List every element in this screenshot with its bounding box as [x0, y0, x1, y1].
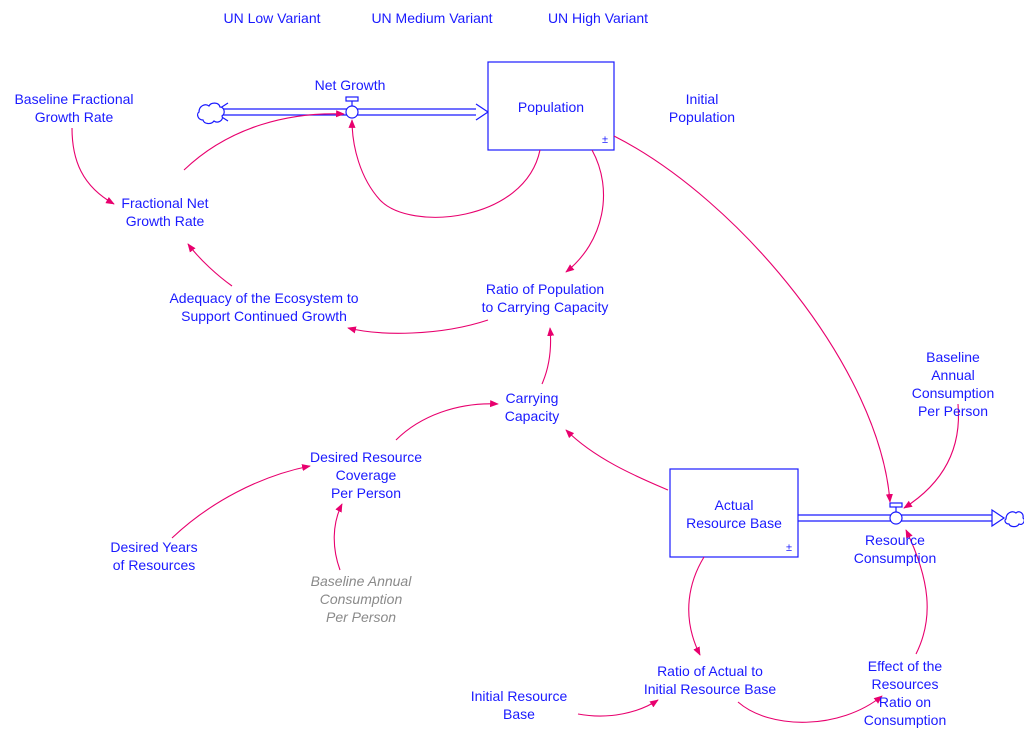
resource-base-label: Actual Resource Base	[686, 497, 782, 531]
link-resource-base-to-capacity	[565, 429, 669, 491]
desired-resource-coverage-label[interactable]: Desired Resource Coverage Per Person	[309, 449, 423, 501]
resource-base-stock[interactable]	[669, 468, 799, 558]
resource-base-marker: ±	[786, 542, 793, 554]
resource-consumption-label[interactable]: Resource Consumption	[853, 532, 937, 566]
resource-consumption-valve-icon[interactable]	[889, 502, 903, 525]
link-baseline-rate-to-fractional-rate	[71, 127, 115, 205]
net-growth-valve-icon[interactable]	[345, 96, 359, 119]
sink-cloud-icon	[1004, 511, 1024, 528]
fractional-net-growth-rate-label[interactable]: Fractional Net Growth Rate	[121, 195, 209, 229]
link-resource-base-to-ratio-actual	[688, 556, 705, 656]
ratio-actual-initial-label[interactable]: Ratio of Actual to Initial Resource Base	[643, 663, 777, 697]
un-low-variant-label[interactable]: UN Low Variant	[223, 10, 321, 26]
population-stock[interactable]	[487, 61, 615, 151]
link-population-to-ratio	[565, 149, 604, 273]
ratio-population-capacity-label[interactable]: Ratio of Population to Carrying Capacity	[481, 281, 609, 315]
initial-population-label[interactable]: Initial Population	[668, 91, 736, 125]
link-population-to-consumption	[613, 135, 893, 503]
link-years-to-coverage	[171, 464, 311, 539]
adequacy-label[interactable]: Adequacy of the Ecosystem to Support Con…	[169, 290, 359, 324]
population-marker: ±	[602, 134, 609, 146]
initial-resource-base-label[interactable]: Initial Resource Base	[470, 688, 568, 722]
link-capacity-to-ratio	[541, 327, 555, 385]
net-growth-label[interactable]: Net Growth	[314, 77, 386, 93]
link-population-to-net-growth	[348, 119, 541, 218]
link-ratio-to-adequacy	[347, 319, 489, 334]
link-baseline-consumption-to-consumption	[903, 403, 960, 509]
link-baseline-shadow-to-coverage	[333, 503, 343, 571]
link-fractional-rate-to-net-growth	[183, 110, 345, 171]
baseline-fractional-growth-rate-label[interactable]: Baseline Fractional Growth Rate	[14, 91, 134, 125]
link-initial-base-to-ratio-actual	[577, 699, 659, 717]
source-cloud-icon	[197, 102, 225, 125]
link-coverage-to-capacity	[395, 400, 499, 441]
un-high-variant-label[interactable]: UN High Variant	[547, 10, 649, 26]
baseline-consumption-label[interactable]: Baseline Annual Consumption Per Person	[911, 349, 995, 419]
link-adequacy-to-fractional-rate	[187, 243, 233, 287]
desired-years-label[interactable]: Desired Years of Resources	[110, 539, 198, 573]
baseline-consumption-shadow-label[interactable]: Baseline Annual Consumption Per Person	[310, 573, 412, 625]
un-medium-variant-label[interactable]: UN Medium Variant	[371, 10, 493, 26]
effect-resources-ratio-label[interactable]: Effect of the Resources Ratio on Consump…	[863, 658, 947, 728]
causal-links	[71, 110, 960, 723]
population-label: Population	[517, 99, 585, 115]
carrying-capacity-label[interactable]: Carrying Capacity	[504, 390, 560, 424]
link-effect-to-consumption	[905, 529, 928, 655]
link-ratio-actual-to-effect	[737, 695, 883, 723]
